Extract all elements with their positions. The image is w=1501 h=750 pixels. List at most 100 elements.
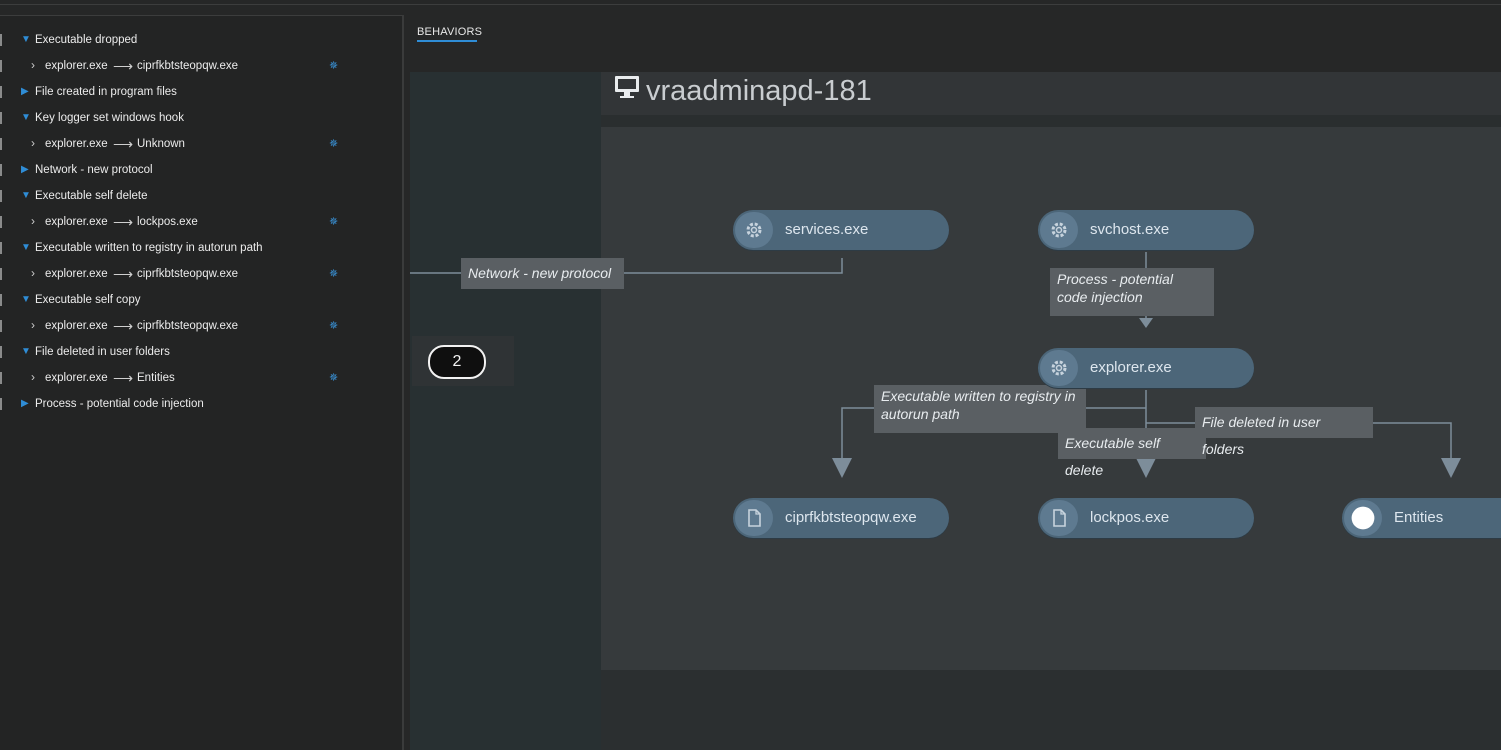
behavior-list: ▼Executable dropped›explorer.exe⟶ciprfkb… — [0, 15, 404, 750]
detail-target: Entities — [137, 372, 175, 384]
node-ciprfkbtsteopqw[interactable]: ciprfkbtsteopqw.exe — [733, 498, 949, 538]
gear-icon — [746, 222, 762, 238]
behavior-group[interactable]: ▶ File created in program files — [0, 79, 400, 105]
row-gutter-mark — [0, 86, 2, 98]
behavior-group[interactable]: ▶ Process - potential code injection — [0, 391, 400, 417]
behavior-group-label: Executable dropped — [35, 34, 138, 46]
behavior-group-label: Network - new protocol — [35, 164, 153, 176]
behavior-detail[interactable]: ›explorer.exe⟶ciprfkbtsteopqw.exe✵ — [0, 261, 400, 287]
node-label: svchost.exe — [1090, 221, 1170, 238]
row-gutter-mark — [0, 398, 2, 410]
node-services[interactable]: services.exe — [733, 210, 949, 250]
behavior-detail[interactable]: ›explorer.exe⟶ciprfkbtsteopqw.exe✵ — [0, 53, 400, 79]
gear-icon[interactable]: ✵ — [329, 320, 339, 332]
gear-icon — [1051, 222, 1067, 238]
long-arrow-right-icon: ⟶ — [113, 318, 134, 334]
detail-target: lockpos.exe — [137, 216, 198, 228]
chevron-right-icon[interactable]: › — [31, 370, 35, 384]
top-divider — [0, 4, 1501, 5]
behavior-group[interactable]: ▼ Executable written to registry in autor… — [0, 235, 400, 261]
expanded-triangle-icon[interactable]: ▼ — [21, 34, 31, 45]
behavior-group-label: Executable written to registry in autoru… — [35, 242, 263, 254]
node-icon-bg — [1040, 212, 1078, 248]
detail-target: Unknown — [137, 138, 185, 150]
cluster-counter-badge[interactable]: 2 — [428, 345, 486, 379]
expanded-triangle-icon[interactable]: ▼ — [21, 294, 31, 305]
gear-icon[interactable]: ✵ — [329, 216, 339, 228]
node-icon-bg — [735, 500, 773, 536]
long-arrow-right-icon: ⟶ — [113, 214, 134, 230]
node-label: lockpos.exe — [1090, 509, 1170, 526]
file-icon — [1053, 509, 1066, 527]
collapsed-triangle-icon[interactable]: ▶ — [21, 164, 29, 175]
detail-source: explorer.exe — [45, 60, 108, 72]
gear-icon[interactable]: ✵ — [329, 138, 339, 150]
row-gutter-mark — [0, 60, 2, 72]
gear-icon[interactable]: ✵ — [329, 60, 339, 72]
node-icon-bg — [1040, 500, 1078, 536]
tab-behaviors[interactable]: BEHAVIORS — [417, 26, 483, 38]
chevron-right-icon[interactable]: › — [31, 318, 35, 332]
row-gutter-mark — [0, 372, 2, 384]
long-arrow-right-icon: ⟶ — [113, 266, 134, 282]
behavior-group[interactable]: ▼ Executable self delete — [0, 183, 400, 209]
row-gutter-mark — [0, 112, 2, 124]
behavior-detail[interactable]: ›explorer.exe⟶ciprfkbtsteopqw.exe✵ — [0, 313, 400, 339]
node-entities[interactable]: Entities — [1342, 498, 1501, 538]
edge-label-injection[interactable]: Process - potential code injection — [1050, 268, 1214, 316]
behavior-detail[interactable]: ›explorer.exe⟶lockpos.exe✵ — [0, 209, 400, 235]
node-lockpos[interactable]: lockpos.exe — [1038, 498, 1254, 538]
file-icon — [748, 509, 761, 527]
behavior-group-label: Key logger set windows hook — [35, 112, 184, 124]
expanded-triangle-icon[interactable]: ▼ — [21, 190, 31, 201]
node-explorer[interactable]: explorer.exe — [1038, 348, 1254, 388]
edge-label-selfdelete[interactable]: Executable self delete — [1058, 428, 1206, 478]
edge-label-registry[interactable]: Executable written to registry in autoru… — [874, 385, 1086, 433]
chevron-right-icon[interactable]: › — [31, 58, 35, 72]
edge-registry-arrow — [832, 458, 852, 478]
node-svchost[interactable]: svchost.exe — [1038, 210, 1254, 250]
host-header — [601, 72, 1501, 115]
behavior-group[interactable]: ▶ Network - new protocol — [0, 157, 400, 183]
chevron-right-icon[interactable]: › — [31, 266, 35, 280]
behavior-group-label: File created in program files — [35, 86, 177, 98]
behavior-group-label: Executable self delete — [35, 190, 148, 202]
expanded-triangle-icon[interactable]: ▼ — [21, 242, 31, 253]
edge-label-deleted[interactable]: File deleted in user folders — [1195, 407, 1373, 457]
node-label: explorer.exe — [1090, 359, 1172, 376]
chevron-right-icon[interactable]: › — [31, 214, 35, 228]
behavior-group[interactable]: ▼ File deleted in user folders — [0, 339, 400, 365]
collapsed-triangle-icon[interactable]: ▶ — [21, 398, 29, 409]
behavior-group[interactable]: ▼ Executable dropped — [0, 27, 400, 53]
host-header-shadow — [601, 115, 1501, 127]
node-icon-bg — [735, 212, 773, 248]
behavior-group[interactable]: ▼Executable self copy — [0, 287, 400, 313]
behavior-detail[interactable]: ›explorer.exe⟶Entities✵ — [0, 365, 400, 391]
detail-target: ciprfkbtsteopqw.exe — [137, 320, 239, 332]
row-gutter-mark — [0, 164, 2, 176]
gear-icon[interactable]: ✵ — [329, 372, 339, 384]
behavior-detail[interactable]: ›explorer.exe⟶Unknown✵ — [0, 131, 400, 157]
row-gutter-mark — [0, 242, 2, 254]
expanded-triangle-icon[interactable]: ▼ — [21, 346, 31, 357]
row-gutter-mark — [0, 138, 2, 150]
node-icon-bg — [1040, 350, 1078, 386]
behavior-group-label: Process - potential code injection — [35, 398, 204, 410]
expanded-triangle-icon[interactable]: ▼ — [21, 112, 31, 123]
row-gutter-mark — [0, 320, 2, 332]
detail-source: explorer.exe — [45, 372, 108, 384]
behavior-group[interactable]: ▼ Key logger set windows hook — [0, 105, 400, 131]
collapsed-triangle-icon[interactable]: ▶ — [21, 86, 29, 97]
edge-injection-arrow — [1139, 318, 1153, 328]
row-gutter-mark — [0, 268, 2, 280]
chevron-right-icon[interactable]: › — [31, 136, 35, 150]
detail-target: ciprfkbtsteopqw.exe — [137, 268, 239, 280]
gear-icon[interactable]: ✵ — [329, 268, 339, 280]
circle-icon — [1351, 506, 1375, 530]
row-gutter-mark — [0, 190, 2, 202]
edge-label-network[interactable]: Network - new protocol — [461, 258, 624, 289]
row-gutter-mark — [0, 216, 2, 228]
behavior-group-label: File deleted in user folders — [35, 346, 170, 358]
monitor-icon — [615, 76, 639, 98]
